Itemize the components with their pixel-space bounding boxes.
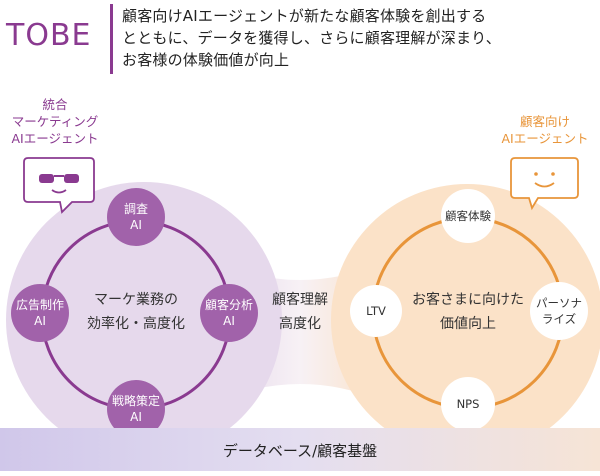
bridge-text-1: 顧客理解 xyxy=(272,292,328,308)
right-agent-circle xyxy=(331,184,600,456)
header-line-3: お客様の体験価値が向上 xyxy=(122,51,290,69)
node-customer-experience-label: 顧客体験 xyxy=(445,209,491,223)
right-center-text-2: 価値向上 xyxy=(440,316,496,332)
node-customer-analysis-ai xyxy=(200,284,258,342)
left-center-text-2: 効率化・高度化 xyxy=(87,316,185,332)
left-center-text-1: マーケ業務の xyxy=(94,292,178,308)
smiley-face-icon xyxy=(510,157,579,211)
left-agent-title-2: マーケティング xyxy=(11,114,99,129)
node-ad-production-ai xyxy=(11,284,69,342)
node-customer-experience xyxy=(441,189,495,243)
node-strategy-label-1: 戦略策定 xyxy=(111,394,160,408)
node-research-ai xyxy=(107,188,165,246)
node-research-label-2: AI xyxy=(130,218,142,232)
node-strategy-ai xyxy=(107,380,165,438)
sunglasses-face-icon xyxy=(23,157,95,214)
node-personalize-label-2: ライズ xyxy=(541,312,577,326)
left-agent-circle xyxy=(6,182,282,458)
node-personalize-label-1: パーソナ xyxy=(536,296,582,310)
node-analysis-label-2: AI xyxy=(223,314,235,328)
node-nps-label: NPS xyxy=(456,397,480,411)
node-analysis-label-1: 顧客分析 xyxy=(204,298,253,312)
bridge-text-2: 高度化 xyxy=(279,316,321,332)
node-nps xyxy=(441,377,495,431)
database-label: データベース/顧客基盤 xyxy=(222,442,378,460)
node-ad-label-2: AI xyxy=(34,314,46,328)
left-agent-title-1: 統合 xyxy=(42,97,68,112)
header-line-2: とともに、データを獲得し、さらに顧客理解が深まり、 xyxy=(122,29,501,47)
header-divider xyxy=(110,4,113,74)
right-agent-title-2: AIエージェント xyxy=(501,131,589,146)
node-strategy-label-2: AI xyxy=(130,410,142,424)
tobe-label: TOBE xyxy=(6,18,92,53)
node-ltv-label: LTV xyxy=(366,304,386,318)
database-bar xyxy=(0,428,600,471)
right-agent-title-1: 顧客向け xyxy=(519,114,570,129)
node-personalize xyxy=(530,282,588,340)
node-ltv xyxy=(350,285,402,337)
left-agent-title-3: AIエージェント xyxy=(11,131,99,146)
right-center-text-1: お客さまに向けた xyxy=(412,292,524,308)
node-ad-label-1: 広告制作 xyxy=(15,298,64,312)
header-line-1: 顧客向けAIエージェントが新たな顧客体験を創出する xyxy=(122,7,487,25)
node-research-label-1: 調査 xyxy=(123,202,148,216)
